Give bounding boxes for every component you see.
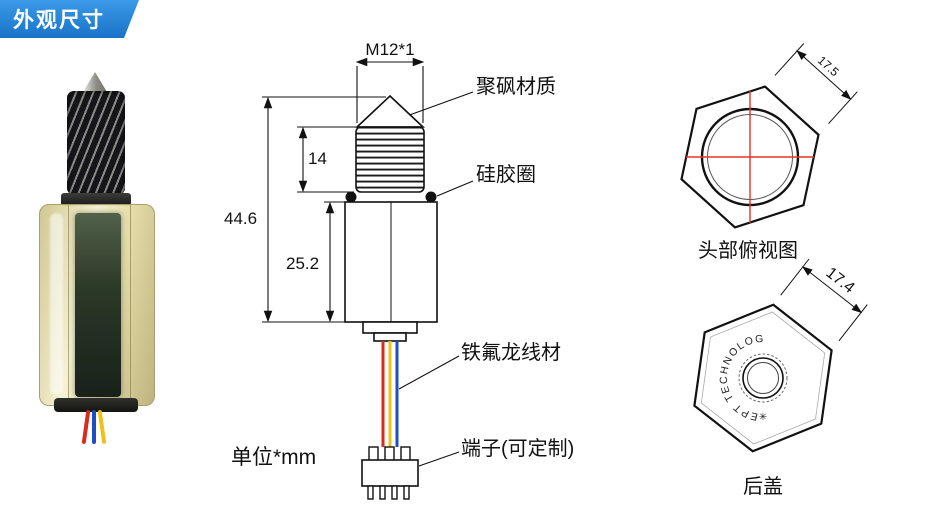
photo-facet <box>68 205 69 405</box>
wire-leader-line <box>398 355 460 390</box>
connector-body <box>361 459 419 487</box>
material-leader-line <box>403 91 474 118</box>
thread-drawing <box>355 126 425 193</box>
silicone-leader-line <box>436 180 474 197</box>
material-label: 聚砜材质 <box>476 76 556 98</box>
photo-collar <box>61 193 131 206</box>
engrave-mark: ✳ <box>759 412 767 423</box>
silicone-ring-label: 硅胶圈 <box>476 164 536 186</box>
photo-base <box>54 398 138 412</box>
photo-glass-highlight <box>50 213 63 395</box>
body-step2 <box>373 332 407 342</box>
dim-thread-length: 14 <box>308 149 327 168</box>
back-cover-caption: 后盖 <box>743 476 783 498</box>
terminal-label: 端子(可定制) <box>461 438 575 460</box>
dim-body-height: 25.2 <box>286 254 320 273</box>
thread-spec-label: M12*1 <box>365 40 415 59</box>
header-banner: 外观尺寸 <box>0 0 139 38</box>
product-photo <box>28 72 168 452</box>
body-step1 <box>362 321 418 334</box>
back-cover-inner-chamfer <box>700 311 826 445</box>
photo-facet <box>130 205 131 405</box>
back-cover-dim-lines <box>780 258 868 342</box>
connector-drawing <box>361 446 419 500</box>
back-cover-hexagon <box>693 303 833 453</box>
page-title: 外观尺寸 <box>13 9 105 32</box>
o-ring-right <box>425 191 437 203</box>
back-cover-center-boss <box>742 357 784 399</box>
top-view-caption: 头部俯视图 <box>698 240 798 262</box>
photo-body <box>39 204 155 406</box>
wires-drawing <box>381 341 399 447</box>
terminal-leader-line <box>418 451 460 467</box>
dim-total-height: 44.6 <box>224 209 258 228</box>
top-view-drawing <box>680 43 858 229</box>
connector-pin <box>367 485 374 500</box>
photo-wire-blue <box>92 410 96 444</box>
sensor-outline-drawing <box>344 94 438 342</box>
teflon-wire-label: 铁氟龙线材 <box>461 342 561 364</box>
connector-pin <box>379 485 386 500</box>
connector-pin <box>403 485 410 500</box>
photo-thread <box>67 91 125 195</box>
connector-pin <box>391 485 398 500</box>
top-view-dim-lines <box>774 43 858 125</box>
unit-note: 单位*mm <box>231 446 317 469</box>
photo-pcb <box>75 213 121 397</box>
dimension-lines <box>262 57 474 467</box>
cone-tip-drawing <box>354 94 426 128</box>
o-ring-left <box>345 191 357 203</box>
